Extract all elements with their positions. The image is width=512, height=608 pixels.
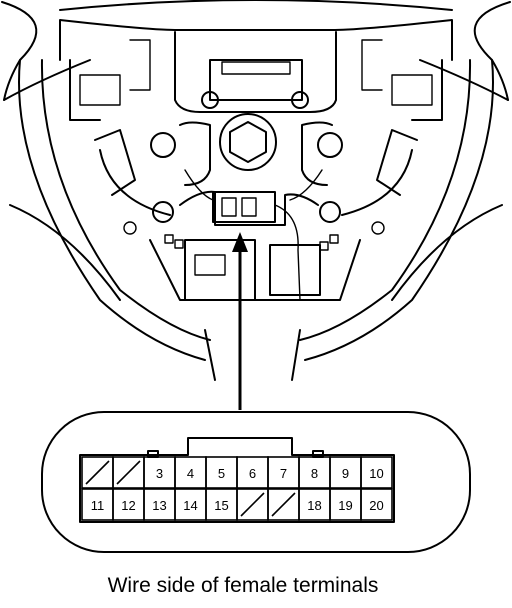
connector-pin: 8 (298, 456, 331, 489)
unused-pin-slash (271, 492, 296, 517)
pin-number: 7 (280, 466, 287, 481)
connector-pin: 10 (360, 456, 393, 489)
pin-cell (360, 456, 393, 489)
connector-pin (236, 488, 269, 521)
connector-pin: 4 (174, 456, 207, 489)
pin-number: 20 (369, 498, 383, 513)
connector-frame (41, 411, 471, 553)
pin-number: 12 (121, 498, 135, 513)
airbag-housing (59, 19, 453, 301)
indicator-arrow (232, 232, 248, 410)
connector-pin: 20 (360, 488, 393, 521)
connector-pin (112, 456, 145, 489)
pin-number: 18 (307, 498, 321, 513)
pin-number: 4 (187, 466, 194, 481)
pin-number: 8 (311, 466, 318, 481)
pin-number: 10 (369, 466, 383, 481)
connector-pin: 19 (329, 488, 362, 521)
pin-number: 13 (152, 498, 166, 513)
connector-pin: 6 (236, 456, 269, 489)
connector-pin (81, 456, 114, 489)
connector-pin: 7 (267, 456, 300, 489)
unused-pin-slash (85, 460, 110, 485)
pin-number: 6 (249, 466, 256, 481)
connector-pin: 11 (81, 488, 114, 521)
unused-pin-slash (116, 460, 141, 485)
connector-pin: 5 (205, 456, 238, 489)
connector-pin: 14 (174, 488, 207, 521)
caption-text: Wire side of female terminals (108, 574, 379, 597)
pin-number: 5 (218, 466, 225, 481)
pin-number: 11 (91, 498, 105, 513)
pin-number: 14 (183, 498, 197, 513)
connector-pin: 13 (143, 488, 176, 521)
pin-number: 15 (214, 498, 228, 513)
connector-pin: 12 (112, 488, 145, 521)
steering-wheel-outline (1, 0, 511, 381)
unused-pin-slash (240, 492, 265, 517)
connector-pin: 9 (329, 456, 362, 489)
connector-pin: 3 (143, 456, 176, 489)
connector-pin (267, 488, 300, 521)
pin-number: 9 (342, 466, 349, 481)
connector-pin: 15 (205, 488, 238, 521)
pin-cell (360, 488, 393, 521)
connector-pin: 18 (298, 488, 331, 521)
pin-number: 3 (156, 466, 163, 481)
connector-body (79, 437, 395, 523)
connector-enlarged-view: 3 4 5 6 7 8 9 10 11 12 13 14 15 18 19 20 (41, 411, 471, 553)
pin-grid: 3 4 5 6 7 8 9 10 11 12 13 14 15 18 19 20 (81, 456, 393, 521)
pin-number: 19 (338, 498, 352, 513)
